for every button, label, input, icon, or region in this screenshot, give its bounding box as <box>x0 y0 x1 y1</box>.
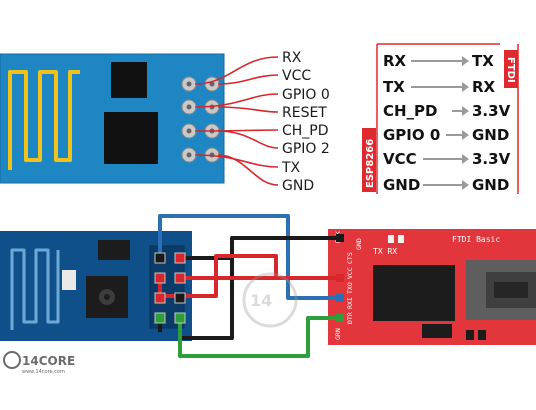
esp8266-tag <box>362 128 376 192</box>
connection-table: ESP8266 FTDI RX TX TX RX CH_PD 3.3V GPIO… <box>362 43 519 194</box>
ftdi-tag-label: FTDI <box>505 57 516 83</box>
pin-leader-lines <box>194 56 279 186</box>
pin-label-rx: RX <box>282 50 302 66</box>
svg-text:GRN: GRN <box>334 328 342 340</box>
flash-chip-bottom <box>98 240 130 260</box>
ftdi-board-title: FTDI Basic <box>452 235 500 244</box>
smd-part <box>422 324 452 338</box>
center-watermark: 14 <box>242 272 298 328</box>
pin-label-reset: RESET <box>282 105 327 121</box>
led-rx <box>398 235 404 243</box>
svg-text:VCC: VCC <box>383 150 417 168</box>
wire-green <box>178 316 340 358</box>
ftdi-header-pins <box>336 234 344 322</box>
svg-text:14: 14 <box>250 291 272 310</box>
antenna-pad <box>62 270 76 290</box>
ftdi-tag <box>504 50 518 88</box>
svg-text:GND: GND <box>472 176 509 194</box>
pin-label-gpio2: GPIO 2 <box>282 141 330 157</box>
esp8266-tag-label: ESP8266 <box>365 139 376 188</box>
esp01-module-bottom <box>0 231 192 341</box>
svg-text:TXO: TXO <box>346 282 354 294</box>
led-tx <box>388 235 394 243</box>
ftdi-board: FTDI Basic TX RX GND CTS VCC TXO RXI DTR… <box>328 229 536 345</box>
flash-chip <box>111 62 147 98</box>
svg-text:CTS: CTS <box>346 252 354 264</box>
ftdi-led-labels: TX RX <box>373 247 397 256</box>
logo-text: 14CORE <box>22 354 75 368</box>
svg-text:RX: RX <box>383 52 407 70</box>
svg-text:DTR: DTR <box>346 312 354 324</box>
svg-text:3.3V: 3.3V <box>472 102 511 120</box>
esp-chip <box>104 112 158 164</box>
corner-logo: 14CORE www.14core.com <box>3 351 75 375</box>
antenna-trace-bottom <box>10 248 60 330</box>
pin-label-ch-pd: CH_PD <box>282 123 329 139</box>
svg-text:GND: GND <box>383 176 420 194</box>
svg-text:RX: RX <box>472 78 496 96</box>
table-row: VCC 3.3V <box>383 150 511 168</box>
svg-text:TX: TX <box>383 78 405 96</box>
pin-label-gnd: GND <box>282 178 314 194</box>
table-row: TX RX <box>383 78 496 96</box>
svg-text:GND: GND <box>472 126 509 144</box>
esp01-bottom-header-pins <box>154 252 186 324</box>
esp01-pin-labels: RX VCC GPIO 0 RESET CH_PD GPIO 2 TX GND <box>281 50 330 194</box>
svg-text:VCC: VCC <box>346 267 354 279</box>
ftdi-chip <box>373 265 455 321</box>
svg-text:TX: TX <box>472 52 494 70</box>
pin-label-tx: TX <box>281 160 301 176</box>
pin-label-gpio0: GPIO 0 <box>282 87 330 103</box>
esp01-module-top <box>0 53 225 184</box>
svg-text:CH_PD: CH_PD <box>383 102 438 120</box>
svg-text:GPIO 0: GPIO 0 <box>383 126 440 144</box>
svg-text:RXI: RXI <box>346 297 354 309</box>
table-row: RX TX <box>383 52 494 70</box>
table-row: GPIO 0 GND <box>383 126 509 144</box>
pin-label-vcc: VCC <box>282 68 311 84</box>
table-row: CH_PD 3.3V <box>383 102 511 120</box>
svg-text:GND: GND <box>355 238 363 250</box>
logo-site: www.14core.com <box>22 369 65 375</box>
table-row: GND GND <box>383 176 509 194</box>
antenna-trace <box>8 70 80 170</box>
wire-blue <box>158 214 340 300</box>
svg-text:3.3V: 3.3V <box>472 150 511 168</box>
